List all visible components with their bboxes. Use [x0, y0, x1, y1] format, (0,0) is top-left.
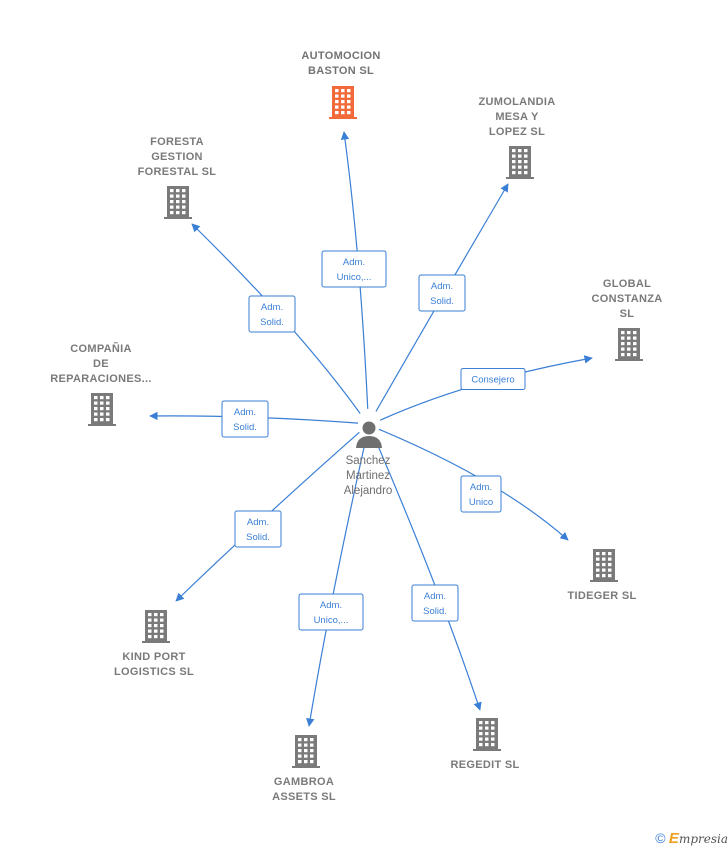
- company-label-line: GAMBROA: [274, 776, 334, 788]
- company-node-regedit[interactable]: REGEDIT SL: [450, 718, 519, 771]
- company-label-line: SL: [620, 308, 635, 320]
- company-label-line: KIND PORT: [122, 651, 185, 663]
- building-icon: [615, 328, 643, 361]
- edge-regedit: [373, 437, 482, 711]
- relation-text: Solid.: [260, 317, 284, 328]
- building-icon: [506, 146, 534, 179]
- relation-text: Consejero: [471, 375, 514, 386]
- company-node-compania[interactable]: COMPAÑIA DE REPARACIONES...: [50, 342, 151, 426]
- relation-label-compania: Adm. Solid.: [221, 400, 269, 438]
- building-icon: [164, 186, 192, 219]
- building-icon: [473, 718, 501, 751]
- relation-label-automocion: Adm. Unico,...: [321, 250, 387, 288]
- company-label-line: GLOBAL: [603, 278, 651, 290]
- company-label-line: TIDEGER SL: [567, 590, 636, 602]
- company-label-line: COMPAÑIA: [70, 342, 131, 355]
- relation-text: Adm.: [261, 302, 283, 313]
- edge-gambroa: [306, 438, 367, 727]
- person-name-line: Sanchez: [346, 455, 391, 467]
- relation-label-global: Consejero: [460, 368, 526, 390]
- company-label-line: ASSETS SL: [272, 791, 336, 803]
- company-label-line: BASTON SL: [308, 65, 374, 77]
- relation-text: Adm.: [234, 407, 256, 418]
- building-icon: [292, 735, 320, 768]
- company-label-line: FORESTAL SL: [138, 166, 217, 178]
- company-node-foresta[interactable]: FORESTA GESTION FORESTAL SL: [138, 136, 217, 219]
- relation-text: Unico,...: [314, 615, 349, 626]
- brand-initial: E: [668, 830, 679, 847]
- footer-brand: © Empresia: [655, 830, 728, 847]
- relation-text: Solid.: [430, 296, 454, 307]
- company-node-automocion[interactable]: AUTOMOCION BASTON SL: [301, 50, 380, 119]
- building-icon: [590, 549, 618, 582]
- company-node-global[interactable]: GLOBAL CONSTANZA SL: [592, 278, 663, 361]
- copyright-icon: ©: [655, 830, 666, 846]
- company-label-line: CONSTANZA: [592, 293, 663, 305]
- company-node-kindport[interactable]: KIND PORT LOGISTICS SL: [114, 610, 194, 678]
- relation-label-kindport: Adm. Solid.: [234, 510, 282, 548]
- person-icon: [356, 421, 382, 448]
- person-name-line: Martinez: [346, 470, 390, 482]
- company-label-line: MESA Y: [495, 111, 539, 123]
- building-icon: [329, 86, 357, 119]
- company-label-line: DE: [93, 358, 109, 370]
- company-node-zumolandia[interactable]: ZUMOLANDIA MESA Y LOPEZ SL: [479, 96, 556, 179]
- relation-label-gambroa: Adm. Unico,...: [298, 593, 364, 631]
- relation-text: Solid.: [246, 532, 270, 543]
- relation-text: Solid.: [423, 606, 447, 617]
- relation-text: Adm.: [470, 482, 492, 493]
- relation-text: Adm.: [431, 281, 453, 292]
- relation-label-zumolandia: Adm. Solid.: [418, 274, 466, 312]
- relation-text: Unico: [469, 497, 493, 508]
- relation-text: Adm.: [424, 591, 446, 602]
- company-label-line: REPARACIONES...: [50, 373, 151, 385]
- relation-text: Solid.: [233, 422, 257, 433]
- company-label-line: LOPEZ SL: [489, 126, 545, 138]
- brand-name: mpresia: [678, 832, 728, 846]
- relation-text: Adm.: [320, 600, 342, 611]
- building-icon: [88, 393, 116, 426]
- relation-text: Adm.: [343, 257, 365, 268]
- relation-label-regedit: Adm. Solid.: [411, 584, 459, 622]
- relation-label-tideger: Adm. Unico: [460, 475, 502, 513]
- company-label-line: FORESTA: [150, 136, 204, 148]
- company-label-line: AUTOMOCION: [301, 50, 380, 62]
- company-node-tideger[interactable]: TIDEGER SL: [567, 549, 636, 602]
- company-label-line: ZUMOLANDIA: [479, 96, 556, 108]
- building-icon: [142, 610, 170, 643]
- company-node-gambroa[interactable]: GAMBROA ASSETS SL: [272, 735, 336, 803]
- company-label-line: LOGISTICS SL: [114, 666, 194, 678]
- person-name-line: Alejandro: [344, 485, 393, 497]
- company-label-line: GESTION: [151, 151, 203, 163]
- relation-text: Unico,...: [337, 272, 372, 283]
- relation-label-foresta: Adm. Solid.: [248, 295, 296, 333]
- company-label-line: REGEDIT SL: [450, 759, 519, 771]
- relation-text: Adm.: [247, 517, 269, 528]
